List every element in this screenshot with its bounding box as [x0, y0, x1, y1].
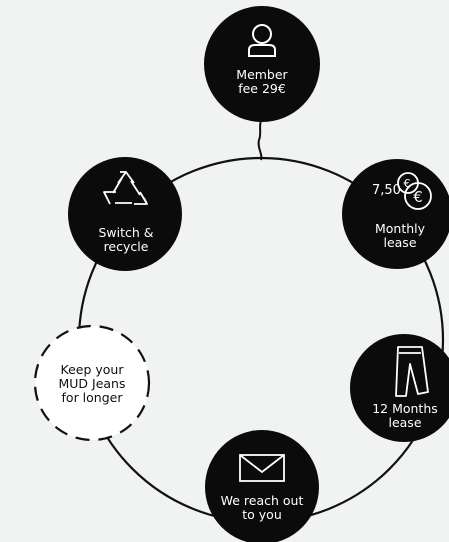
- svg-text:€: €: [404, 177, 411, 190]
- step-twelve-months-node[interactable]: [350, 334, 449, 442]
- user-icon: [248, 24, 276, 57]
- lease-label: Monthly lease: [374, 221, 426, 250]
- euro-coins-icon: € €: [397, 172, 432, 210]
- lease-price-text: 7,50: [372, 183, 401, 198]
- switch-label: Switch & recycle: [98, 225, 154, 254]
- reach-out-label: We reach out to you: [220, 493, 304, 522]
- member-label: Member fee 29€: [236, 67, 288, 96]
- step-switch-node[interactable]: [68, 157, 182, 271]
- svg-text:€: €: [413, 188, 423, 206]
- recycle-icon: [103, 171, 148, 205]
- step-reach-out-node[interactable]: [205, 430, 319, 542]
- envelope-icon: [239, 454, 285, 482]
- twelve-months-label: 12 Months lease: [372, 401, 438, 430]
- step-member-node[interactable]: [204, 6, 320, 122]
- connector-tail: [257, 117, 263, 161]
- step-keep-node[interactable]: [33, 324, 151, 442]
- jeans-icon: [395, 346, 429, 397]
- keep-label: Keep your MUD Jeans for longer: [58, 362, 126, 405]
- step-lease-node[interactable]: € €: [342, 159, 449, 269]
